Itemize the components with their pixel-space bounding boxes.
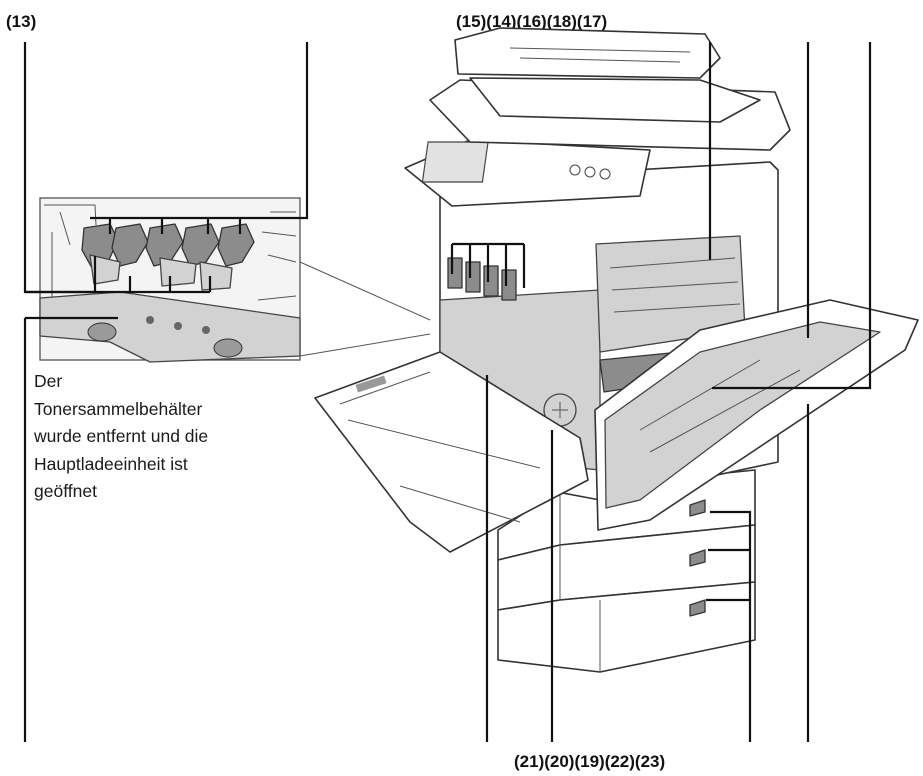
leader-toner-bracket xyxy=(450,242,526,288)
document-feeder xyxy=(454,27,721,79)
leader-lines xyxy=(23,42,872,742)
inset-toner-cartridges xyxy=(81,223,255,291)
label-group-top: (15)(14)(16)(18)(17) xyxy=(456,12,607,31)
caption-line: geöffnet xyxy=(34,481,97,501)
inset-caption: Der Tonersammelbehälter wurde entfernt u… xyxy=(34,368,294,506)
inset-connector-bottom xyxy=(299,333,431,357)
caption-line: wurde entfernt und die xyxy=(34,426,209,446)
leader-13-top-branch xyxy=(90,42,309,234)
inset-connector-top xyxy=(299,261,431,321)
leader-22-23 xyxy=(706,510,752,742)
label-13: (13) xyxy=(6,12,36,31)
front-cover xyxy=(314,351,589,553)
leader-right-2 xyxy=(712,42,872,390)
feeder-tray xyxy=(469,77,761,123)
caption-line: Tonersammelbehälter xyxy=(34,398,203,419)
caption-line: Hauptladeeinheit ist xyxy=(34,453,188,474)
label-group-bottom: (21)(20)(19)(22)(23) xyxy=(514,752,665,771)
caption-line: Der xyxy=(34,371,63,391)
copier-machine xyxy=(314,27,919,673)
